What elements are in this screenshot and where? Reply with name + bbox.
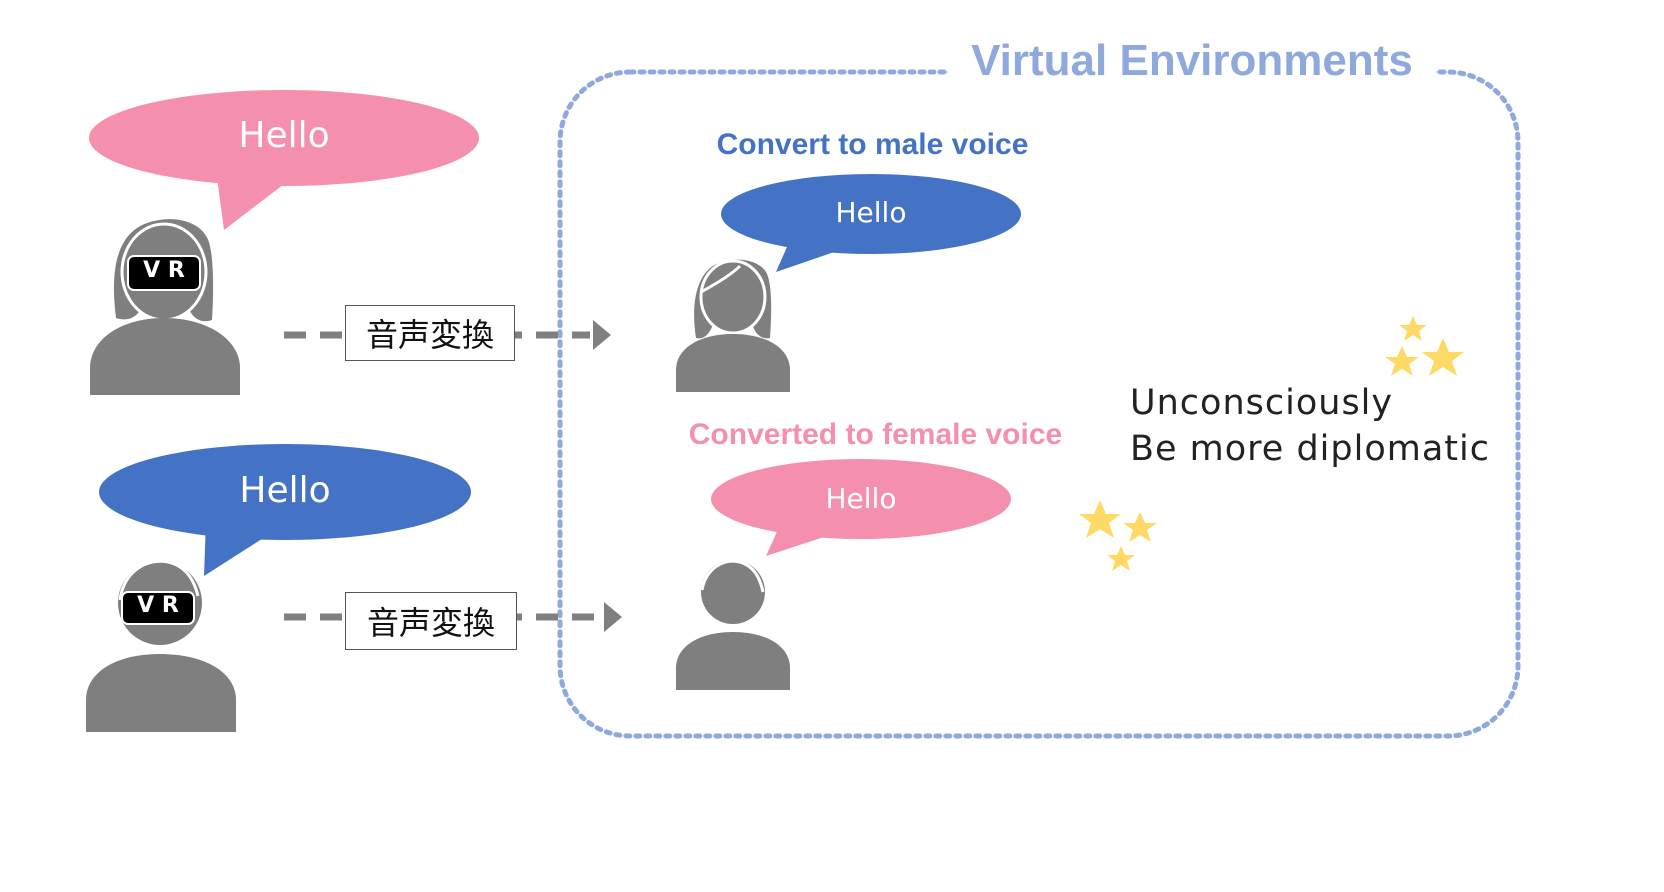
female-voice-speech-bubble xyxy=(711,459,1011,556)
virtual-environments-title: Virtual Environments xyxy=(948,36,1436,86)
note-line-1: Unconsciously xyxy=(1130,383,1394,423)
male-user-speech-bubble xyxy=(99,444,471,576)
voice-conversion-box-bottom: 音声変換 xyxy=(345,592,517,650)
female-avatar-figure xyxy=(676,259,790,392)
male-avatar-figure xyxy=(676,559,790,690)
female-user-headset-label: V R xyxy=(143,258,185,283)
male-voice-speech-text: Hello xyxy=(835,196,907,229)
male-user-headset-label: V R xyxy=(137,593,179,618)
female-voice-speech-text: Hello xyxy=(825,482,897,515)
vr-headset-icon xyxy=(127,255,201,291)
male-user-speech-text: Hello xyxy=(239,470,331,511)
note-line-2: Be more diplomatic xyxy=(1130,429,1490,469)
male-user-figure xyxy=(86,559,236,732)
male-voice-speech-bubble xyxy=(721,174,1021,272)
sparkle-stars-bottom-icon xyxy=(1079,500,1157,571)
female-user-speech-bubble xyxy=(89,90,479,230)
female-user-speech-text: Hello xyxy=(238,115,330,156)
voice-conversion-box-top: 音声変換 xyxy=(345,305,515,361)
vr-headset-icon xyxy=(121,591,195,625)
diplomatic-note: Unconsciously Be more diplomatic xyxy=(1130,380,1490,472)
female-voice-caption: Converted to female voice xyxy=(688,418,1063,451)
sparkle-stars-top-icon xyxy=(1385,316,1464,376)
male-voice-caption: Convert to male voice xyxy=(716,128,1029,161)
female-user-figure xyxy=(90,219,240,395)
